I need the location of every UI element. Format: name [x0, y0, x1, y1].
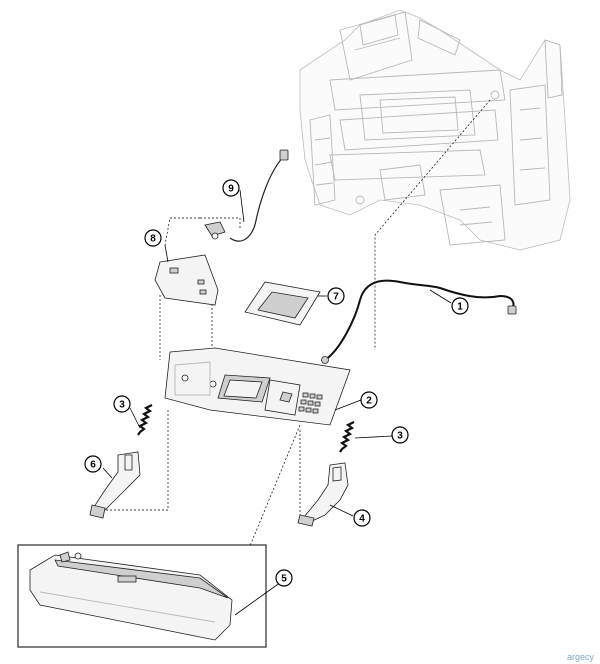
part-3-spring-right [339, 421, 355, 453]
callout-1: 1 [451, 297, 469, 315]
callout-3-left-label: 3 [119, 400, 125, 411]
callout-7-label: 7 [333, 292, 339, 303]
callout-9-label: 9 [228, 184, 234, 195]
callout-3-right: 3 [391, 426, 409, 444]
callout-3-left: 3 [113, 395, 131, 413]
watermark: argecy [566, 652, 594, 662]
callout-8: 8 [144, 229, 162, 247]
callout-8-label: 8 [150, 234, 156, 245]
printer-frame [299, 9, 571, 251]
callout-4: 4 [353, 509, 371, 527]
callout-6: 6 [84, 455, 102, 473]
callout-5: 5 [275, 569, 293, 587]
callout-4-label: 4 [359, 514, 365, 525]
callout-3-right-label: 3 [397, 431, 403, 442]
callout-6-label: 6 [90, 460, 96, 471]
callout-9: 9 [222, 179, 240, 197]
callout-2: 2 [360, 391, 378, 409]
part-7-overlay [244, 281, 321, 326]
leader-lines [102, 189, 452, 616]
part-3-spring-left [137, 404, 153, 436]
part-8-bracket-plate [154, 254, 219, 306]
callout-1-label: 1 [457, 302, 463, 313]
part-2-operator-panel [164, 347, 351, 426]
callout-7: 7 [327, 287, 345, 305]
callout-2-label: 2 [366, 396, 372, 407]
part-5-inset [17, 544, 267, 648]
callout-5-label: 5 [281, 574, 287, 585]
part-9-sensor-cable [204, 149, 289, 242]
keypad [298, 392, 323, 414]
part-1-cable [321, 279, 517, 364]
part-6-hinge-left [89, 451, 141, 519]
part-4-hinge-right [297, 462, 349, 527]
